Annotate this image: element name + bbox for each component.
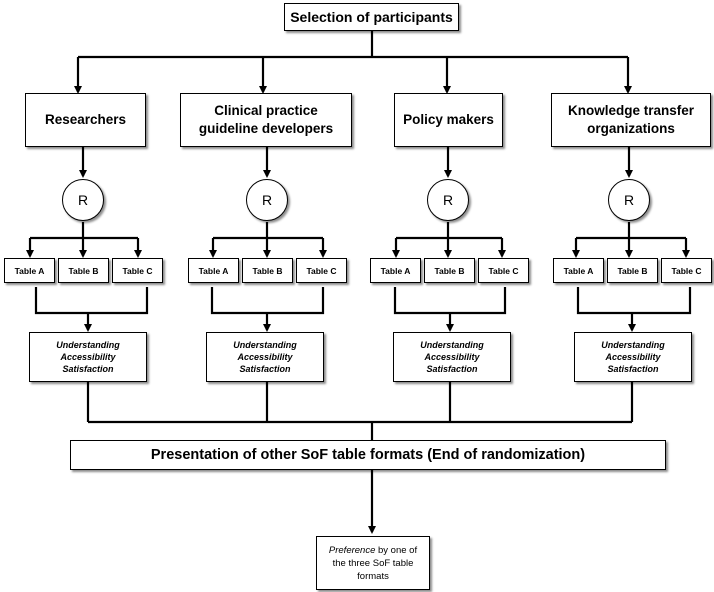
table-label: Table C <box>122 265 153 276</box>
randomization-node: R <box>608 179 650 221</box>
outcome-satisfaction: Satisfaction <box>62 364 114 374</box>
table-label: Table A <box>563 265 594 276</box>
table-a-box: Table A <box>4 258 55 283</box>
group-box-researchers: Researchers <box>25 93 146 147</box>
table-c-box: Table C <box>478 258 529 283</box>
randomization-node: R <box>427 179 469 221</box>
group-box-knowledge-transfer: Knowledge transfer organizations <box>551 93 711 147</box>
table-label: Table A <box>380 265 411 276</box>
randomization-node: R <box>62 179 104 221</box>
table-label: Table B <box>252 265 283 276</box>
table-b-box: Table B <box>242 258 293 283</box>
group-label: Knowledge transfer organizations <box>567 103 695 136</box>
group-box-policy-makers: Policy makers <box>394 93 503 147</box>
preference-rest: by one of the three SoF table formats <box>332 544 418 582</box>
outcome-understanding: Understanding <box>601 340 665 350</box>
outcome-accessibility: Accessibility <box>60 352 116 362</box>
table-label: Table A <box>198 265 229 276</box>
table-label: Table C <box>488 265 519 276</box>
outcome-accessibility: Accessibility <box>605 352 661 362</box>
presentation-box: Presentation of other SoF table formats … <box>70 440 666 470</box>
group-label: Clinical practice guideline developers <box>198 103 334 136</box>
outcome-accessibility: Accessibility <box>237 352 293 362</box>
outcome-box: Understanding Accessibility Satisfaction <box>574 332 692 382</box>
outcome-box: Understanding Accessibility Satisfaction <box>29 332 147 382</box>
selection-of-participants-box: Selection of participants <box>284 3 459 31</box>
table-c-box: Table C <box>296 258 347 283</box>
table-a-box: Table A <box>188 258 239 283</box>
group-label: Policy makers <box>403 112 494 127</box>
outcome-understanding: Understanding <box>56 340 120 350</box>
table-label: Table B <box>68 265 99 276</box>
selection-label: Selection of participants <box>290 9 453 25</box>
outcome-satisfaction: Satisfaction <box>607 364 659 374</box>
table-b-box: Table B <box>58 258 109 283</box>
outcome-satisfaction: Satisfaction <box>239 364 291 374</box>
group-box-guideline-developers: Clinical practice guideline developers <box>180 93 352 147</box>
preference-box: Preference by one of the three SoF table… <box>316 536 430 590</box>
outcome-box: Understanding Accessibility Satisfaction <box>206 332 324 382</box>
outcome-accessibility: Accessibility <box>424 352 480 362</box>
outcome-understanding: Understanding <box>420 340 484 350</box>
table-label: Table C <box>671 265 702 276</box>
table-label: Table A <box>14 265 45 276</box>
table-label: Table B <box>434 265 465 276</box>
randomization-label: R <box>442 192 454 208</box>
table-c-box: Table C <box>661 258 712 283</box>
table-label: Table B <box>617 265 648 276</box>
table-label: Table C <box>306 265 337 276</box>
table-a-box: Table A <box>370 258 421 283</box>
preference-text: Preference by one of the three SoF table… <box>321 544 425 583</box>
outcome-satisfaction: Satisfaction <box>426 364 478 374</box>
table-c-box: Table C <box>112 258 163 283</box>
preference-emphasis: Preference <box>328 544 376 556</box>
outcome-understanding: Understanding <box>233 340 297 350</box>
table-b-box: Table B <box>607 258 658 283</box>
presentation-label: Presentation of other SoF table formats … <box>150 447 586 463</box>
group-label: Researchers <box>44 112 127 127</box>
outcome-box: Understanding Accessibility Satisfaction <box>393 332 511 382</box>
randomization-label: R <box>77 192 89 208</box>
table-a-box: Table A <box>553 258 604 283</box>
randomization-label: R <box>261 192 273 208</box>
randomization-node: R <box>246 179 288 221</box>
randomization-label: R <box>623 192 635 208</box>
table-b-box: Table B <box>424 258 475 283</box>
